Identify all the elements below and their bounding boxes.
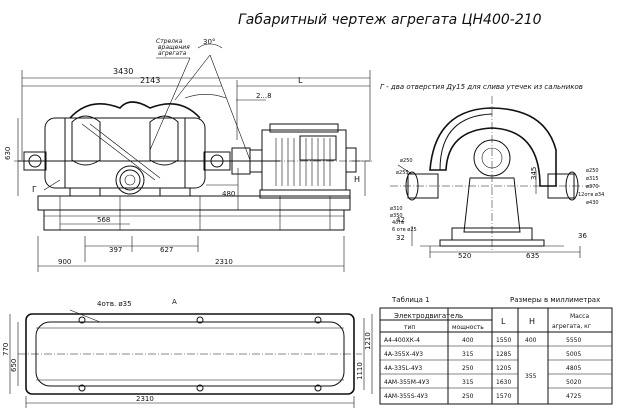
table-col-type: тип [404, 324, 415, 331]
table-row-5-type: 4АМ-355S-4У3 [384, 393, 428, 400]
dim-635: 635 [526, 252, 539, 260]
dim-520: 520 [458, 252, 471, 260]
table-caption-left: Таблица 1 [391, 296, 430, 304]
table-col-mass-2: агрегата, кг [552, 323, 591, 330]
right-label-1: ø250 [586, 168, 599, 174]
dim-627: 627 [160, 246, 173, 254]
table-row-2-mass: 5005 [566, 351, 581, 358]
left-label-6: 6 отв ø25 [392, 227, 417, 233]
rotation-label-2: вращения [158, 44, 190, 51]
dim-36: 36 [578, 232, 587, 240]
dim-2310-plan: 2310 [136, 395, 154, 403]
dim-630: 630 [4, 147, 12, 160]
left-label-3: ø310 [390, 206, 403, 212]
plan-holes-label: 4отв. ø35 [97, 300, 132, 308]
rotation-label-3: агрегата [158, 50, 187, 57]
dim-2143: 2143 [140, 76, 160, 85]
table-row-4-power: 315 [462, 379, 474, 386]
dim-568: 568 [97, 216, 110, 224]
dim-650: 650 [10, 359, 18, 372]
dim-1110: 1110 [356, 362, 364, 380]
rotation-label-1: Стрелка [156, 38, 183, 45]
drawing-title: Габаритный чертеж агрегата ЦН400-210 [238, 12, 542, 28]
table-row-5-power: 250 [462, 393, 474, 400]
table-caption-right: Размеры в миллиметрах [510, 296, 600, 304]
table-row-3-power: 250 [462, 365, 474, 372]
table-row-3-L: 1205 [496, 365, 511, 372]
table-row-1-L: 1550 [496, 337, 511, 344]
table-row-5-L: 1570 [496, 393, 511, 400]
table-row-2-L: 1285 [496, 351, 511, 358]
table-row-3-mass: 4805 [566, 365, 581, 372]
dim-900: 900 [58, 258, 71, 266]
table-col-power: мощность [452, 324, 484, 331]
dim-32: 32 [396, 234, 405, 242]
table-row-3-type: 4А-335L-4У3 [384, 365, 422, 372]
table-row-2-type: 4А-355Х-4У3 [384, 351, 423, 358]
dim-1210: 1210 [364, 332, 372, 350]
dim-H: H [354, 175, 360, 184]
table-row-3-H: 355 [525, 373, 537, 380]
left-label-1: ø250 [400, 158, 413, 164]
right-label-4: 12отв ø34 [578, 192, 604, 198]
table-col-mass-1: Масса [570, 313, 589, 320]
table-col-H: H [529, 317, 535, 326]
table-row-2-power: 315 [462, 351, 474, 358]
right-label-3: ø370 [586, 184, 599, 190]
dim-480: 480 [222, 190, 235, 198]
motor-table: Таблица 1 Размеры в миллиметрах Электрод… [379, 296, 613, 405]
label-G: Г [32, 185, 37, 194]
side-view: Г - два отверстия Ду15 для слива утечек … [380, 83, 604, 260]
table-row-1-power: 400 [462, 337, 474, 344]
right-label-2: ø315 [586, 176, 599, 182]
plan-view-label: А [172, 298, 177, 306]
table-header-group: Электродвигатель [394, 312, 463, 320]
dim-3430: 3430 [113, 67, 133, 76]
right-label-5: ø430 [586, 200, 599, 206]
table-row-1-H: 400 [525, 337, 537, 344]
left-label-4: ø350 [390, 213, 403, 219]
dim-397: 397 [109, 246, 122, 254]
table-row-4-L: 1630 [496, 379, 511, 386]
dim-770: 770 [2, 343, 10, 356]
dim-42: 42 [396, 216, 405, 224]
dim-2310-front: 2310 [215, 258, 233, 266]
table-col-L: L [501, 317, 506, 326]
dim-345: 345 [530, 167, 538, 180]
plan-view: 4отв. ø35 А 770 650 1110 1210 2310 [2, 298, 373, 408]
left-label-5: 4отв [392, 220, 404, 226]
plan-holes [78, 316, 322, 392]
dim-2-8: 2...8 [256, 92, 272, 100]
table-row-1-mass: 5550 [566, 337, 581, 344]
table-row-5-mass: 4725 [566, 393, 581, 400]
angle-30: 30° [203, 38, 215, 46]
front-view: 3430 2143 L 2...8 Стрелка вращения агрег… [4, 38, 372, 272]
dim-L: L [298, 76, 303, 85]
side-view-note: Г - два отверстия Ду15 для слива утечек … [380, 83, 583, 91]
table-row-4-type: 4АМ-355М-4У3 [384, 379, 430, 386]
table-row-4-mass: 5020 [566, 379, 581, 386]
left-label-2: ø255 [396, 170, 409, 176]
table-row-1-type: А4-400ХК-4 [384, 337, 420, 344]
